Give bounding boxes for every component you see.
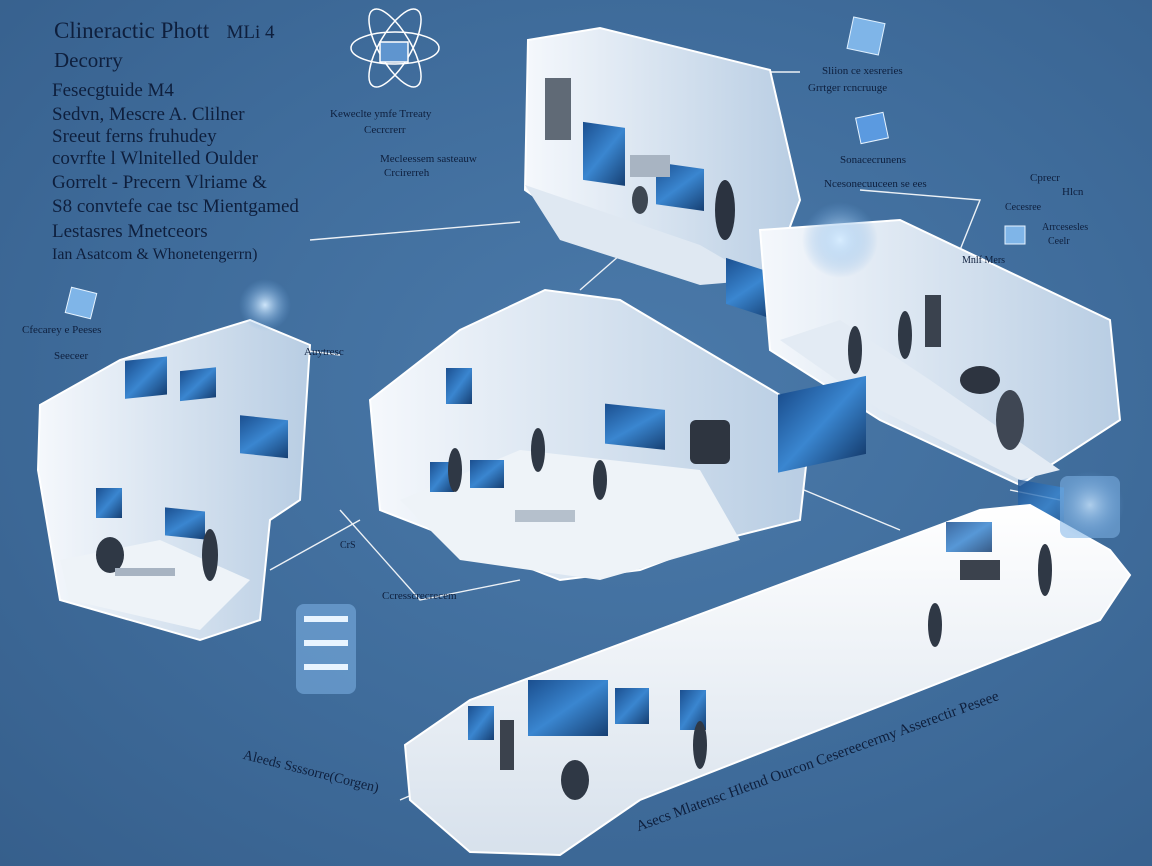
callout-label: Sonacecrunens	[840, 154, 906, 166]
callout-label: Auytresc	[304, 346, 344, 358]
atom-icon	[350, 8, 440, 88]
cube-icon-top	[846, 16, 886, 56]
title-tag: MLi 4	[226, 22, 275, 43]
sidebar-line: covrfte l Wlnitelled Oulder	[52, 148, 258, 169]
callout-label: Seeceer	[54, 350, 89, 362]
floating-icons	[64, 8, 1026, 320]
room-center	[368, 288, 812, 582]
callout-label: Ncesonecuuceen se ees	[824, 178, 927, 190]
badge-icon	[855, 111, 889, 145]
room-top	[523, 26, 802, 319]
title-text: Clineractic Phott	[54, 18, 210, 43]
sidebar-line: Ian Asatcom & Whonetengerrn)	[52, 246, 258, 263]
callout-label: Cecesree	[1005, 202, 1042, 213]
callout-label: Crcirerreh	[384, 167, 430, 179]
sidebar-line: Sreeut ferns fruhudey	[52, 126, 217, 147]
callout-label: Ccresscrecrecem	[382, 590, 457, 602]
callout-label: Mnlf Mers	[962, 255, 1006, 266]
room-bottom	[403, 375, 1132, 857]
small-box-icon	[1004, 225, 1026, 245]
sidebar-line: Fesecgtuide M4	[52, 80, 174, 101]
sidebar-line: S8 convtefe cae tsc Mientgamed	[52, 196, 299, 217]
callout-label: Grrtger rcncruuge	[808, 82, 888, 94]
room-right	[758, 202, 1122, 548]
sidebar-line: Lestasres Mnetceors	[52, 221, 208, 242]
room-left	[36, 279, 312, 642]
callout-label: Hlcn	[1062, 186, 1084, 198]
callout-label: Cecrcrerr	[364, 124, 406, 136]
sidebar-line: Sedvn, Mescre A. Clilner	[52, 104, 245, 125]
callout-label: CrS	[340, 540, 356, 551]
glow-towers	[296, 471, 1124, 694]
callout-label: Cprecr	[1030, 172, 1060, 184]
callout-label: Sliion ce xesreries	[822, 65, 903, 77]
callout-label: Keweclte ymfe Trreaty	[330, 108, 432, 120]
callout-label: Arrcesesles	[1042, 222, 1089, 233]
callout-label: Ceelr	[1048, 236, 1070, 247]
page-subtitle: Decorry	[54, 48, 123, 72]
callout-label: Cfecarey e Peeses	[22, 324, 102, 336]
cube-icon-left	[64, 286, 98, 320]
page-title: Clineractic Phott MLi 4	[54, 18, 275, 44]
callout-label: Mecleessem sasteauw	[380, 153, 477, 165]
sidebar-line: Gorrelt - Precern Vlriame &	[52, 172, 267, 193]
